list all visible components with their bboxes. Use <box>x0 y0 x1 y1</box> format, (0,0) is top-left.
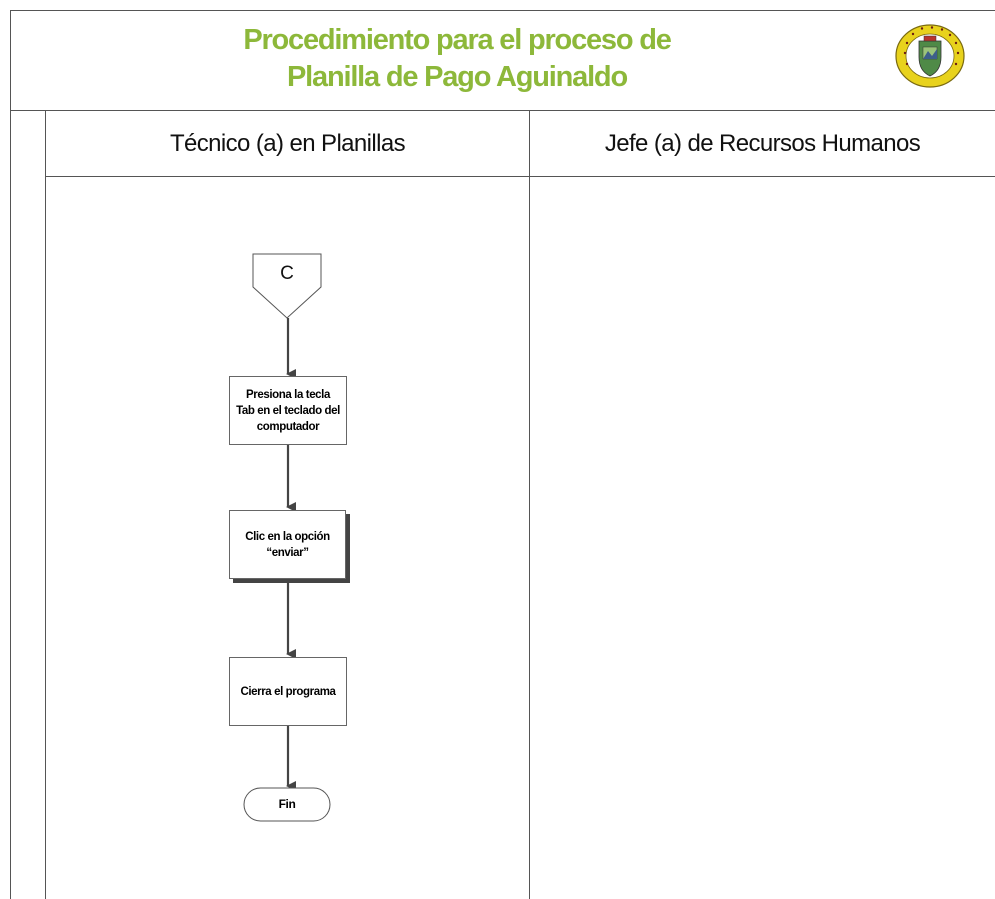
diagram-title: Procedimiento para el proceso de Planill… <box>12 22 902 96</box>
process-step-close-program: Cierra el programa <box>229 657 347 726</box>
title-divider <box>10 110 995 111</box>
seal-shield-mountain <box>923 49 937 59</box>
title-line-2: Planilla de Pago Aguinaldo <box>287 61 628 93</box>
process-step-press-tab-text: Presiona la tecla Tab en el teclado del … <box>236 388 340 433</box>
process-step-click-send-text: Clic en la opción “enviar” <box>245 530 330 559</box>
frame-top-border <box>10 10 995 11</box>
frame-left-border <box>10 10 11 899</box>
municipal-seal-logo <box>895 24 965 88</box>
seal-crown <box>923 35 937 42</box>
lane-header-divider <box>45 176 995 177</box>
lane-header-tecnico: Técnico (a) en Planillas <box>169 130 406 157</box>
seal-ring-lettering <box>903 26 960 66</box>
lane-header-jefe: Jefe (a) de Recursos Humanos <box>604 130 921 157</box>
end-terminator-shape <box>243 787 331 822</box>
title-line-1: Procedimiento para el proceso de <box>243 24 672 56</box>
lane-gutter-line <box>45 111 46 899</box>
process-step-close-program-text: Cierra el programa <box>240 685 336 698</box>
lane-divider <box>529 111 530 899</box>
offpage-connector-shape <box>252 253 322 319</box>
end-terminator-label: Fin <box>278 797 296 811</box>
offpage-connector-label: C <box>280 263 294 284</box>
process-step-click-send: Clic en la opción “enviar” <box>229 510 346 579</box>
process-step-press-tab: Presiona la tecla Tab en el teclado del … <box>229 376 347 445</box>
